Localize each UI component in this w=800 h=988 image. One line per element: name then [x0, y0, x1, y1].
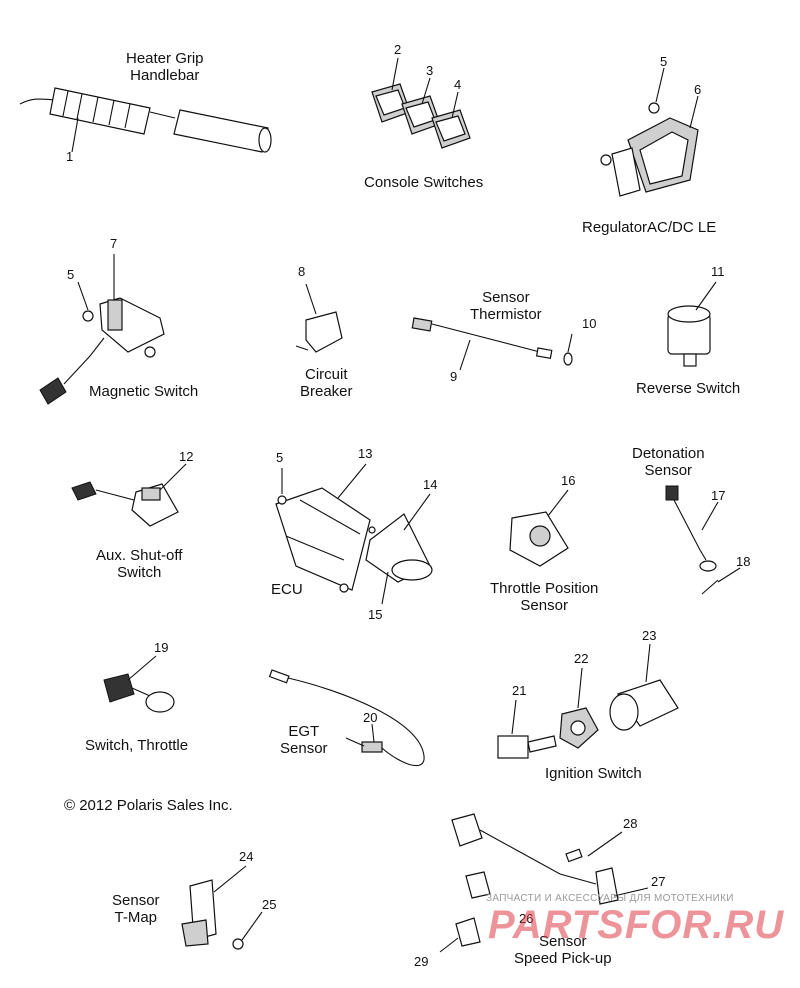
- callout-12: 12: [179, 449, 194, 464]
- callout-9: 9: [450, 369, 458, 384]
- callout-28: 28: [623, 816, 638, 831]
- callout-5-regulator: 5: [660, 54, 668, 69]
- thermistor-part: [411, 317, 573, 371]
- tps-part: [509, 489, 569, 567]
- callout-4: 4: [454, 77, 462, 92]
- callout-25: 25: [262, 897, 277, 912]
- callout-13: 13: [358, 446, 373, 461]
- callout-3: 3: [426, 63, 434, 78]
- magnetic-switch-part: [39, 254, 165, 405]
- callout-6: 6: [694, 82, 702, 97]
- callout-15: 15: [368, 607, 383, 622]
- callout-8: 8: [298, 264, 306, 279]
- copyright-text: © 2012 Polaris Sales Inc.: [64, 797, 233, 814]
- callout-11: 11: [711, 264, 725, 279]
- regulator-part: [600, 67, 699, 197]
- callout-23: 23: [642, 628, 657, 643]
- callout-26: 26: [519, 911, 534, 926]
- label-ecu: ECU: [271, 581, 303, 598]
- ignition-switch-part: [497, 643, 679, 759]
- label-console-switches: Console Switches: [364, 174, 484, 191]
- circuit-breaker-part: [295, 283, 343, 353]
- detonation-sensor-part: [665, 485, 741, 595]
- callout-16: 16: [561, 473, 576, 488]
- callout-5-ecu: 5: [276, 450, 284, 465]
- label-ignition-switch: Ignition Switch: [545, 765, 642, 782]
- callout-17: 17: [711, 488, 726, 503]
- heater-grip-part: [19, 87, 272, 153]
- callout-5-magnetic: 5: [67, 267, 75, 282]
- callout-7: 7: [110, 236, 118, 251]
- callout-14: 14: [423, 477, 438, 492]
- console-switches-part: [371, 57, 471, 149]
- watermark-tagline: ЗАПЧАСТИ И АКСЕССУАРЫ ДЛЯ МОТОТЕХНИКИ: [486, 893, 734, 904]
- callout-10: 10: [582, 316, 597, 331]
- label-reverse-switch: Reverse Switch: [636, 380, 741, 397]
- label-regulator: RegulatorAC/DC LE: [582, 219, 717, 236]
- watermark: ЗАПЧАСТИ И АКСЕССУАРЫ ДЛЯ МОТОТЕХНИКИ PA…: [486, 893, 786, 953]
- reverse-switch-part: [667, 281, 717, 367]
- label-magnetic-switch: Magnetic Switch: [89, 383, 199, 400]
- callout-29: 29: [414, 954, 429, 969]
- aux-shutoff-part: [71, 463, 187, 527]
- callout-24: 24: [239, 849, 254, 864]
- callout-18: 18: [736, 554, 751, 569]
- callout-27: 27: [651, 874, 666, 889]
- throttle-switch-part: [103, 655, 175, 713]
- callout-21: 21: [512, 683, 527, 698]
- egt-sensor-part: [268, 669, 425, 767]
- callout-19: 19: [154, 640, 169, 655]
- callout-20: 20: [363, 710, 378, 725]
- callout-22: 22: [574, 651, 589, 666]
- watermark-brand: PARTSFOR.RU: [488, 903, 785, 947]
- callout-2: 2: [394, 42, 402, 57]
- tmap-sensor-part: [181, 865, 263, 950]
- callout-1: 1: [66, 149, 74, 164]
- speed-pickup-part: [439, 813, 649, 953]
- label-switch-throttle: Switch, Throttle: [85, 737, 189, 754]
- ecu-part: [275, 463, 433, 605]
